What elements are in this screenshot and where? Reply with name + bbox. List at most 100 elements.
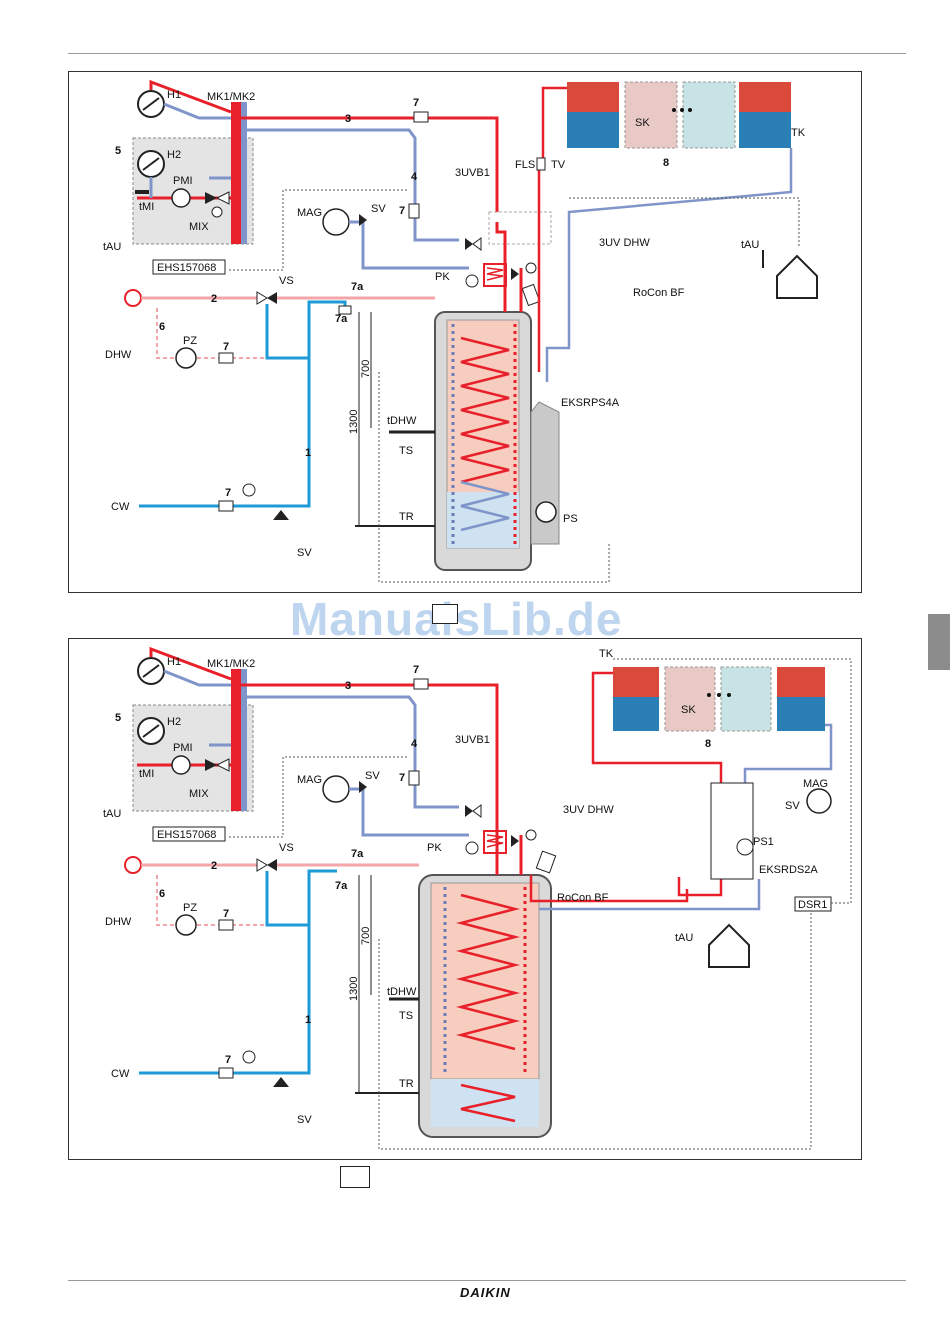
line-3 xyxy=(241,683,499,789)
sv-bottom-label: SV xyxy=(297,547,312,559)
num-7a-bottom: 7a xyxy=(335,313,348,325)
mk-label: MK1/MK2 xyxy=(207,91,255,103)
num-4: 4 xyxy=(411,171,418,183)
dim-700: 700 xyxy=(360,927,372,945)
solar-collector-2 xyxy=(624,81,678,149)
sv-bottom-icon xyxy=(273,510,289,520)
tau-label-left: tAU xyxy=(103,808,121,820)
num-3: 3 xyxy=(345,680,351,692)
vs-valve-icon xyxy=(256,291,268,305)
eks-label: EKSRPS4A xyxy=(561,397,620,409)
tr-label: TR xyxy=(399,1078,414,1090)
top-rule xyxy=(68,53,906,54)
num-7-dhw: 7 xyxy=(223,341,229,353)
diagram-2: EHS157068 H1 MK1/M xyxy=(103,646,852,1150)
tmi-label: tMI xyxy=(139,768,154,780)
rocon-bf-icon xyxy=(521,283,541,307)
tau-label-right: tAU xyxy=(741,239,759,251)
vs-label: VS xyxy=(279,275,294,287)
pressure-gauge-icon xyxy=(242,483,256,497)
mk-label: MK1/MK2 xyxy=(207,658,255,670)
mag2-vessel-icon xyxy=(806,788,832,814)
mix-valve-icon xyxy=(205,759,217,771)
eks-label: EKSRDS2A xyxy=(759,864,818,876)
ts-label: TS xyxy=(399,1010,413,1022)
diagram-2-frame: EHS157068 H1 MK1/M xyxy=(68,638,862,1160)
vs-label: VS xyxy=(279,842,294,854)
mag-vessel-icon xyxy=(322,775,350,803)
num-6: 6 xyxy=(159,888,165,900)
sv-label: SV xyxy=(365,770,380,782)
heating-coil xyxy=(460,336,510,484)
diagram-1-frame: EHS157068 xyxy=(68,71,862,593)
tank-heat-zone xyxy=(430,882,540,1080)
tdhw-label: tDHW xyxy=(387,986,417,998)
num-7-mid: 7 xyxy=(399,205,405,217)
ps1-label: PS1 xyxy=(753,836,774,848)
sv-label: SV xyxy=(371,203,386,215)
ps1-pump-icon xyxy=(736,838,754,856)
sv-bottom-label: SV xyxy=(297,1114,312,1126)
sk-label: SK xyxy=(681,704,696,716)
house-icon xyxy=(708,923,750,968)
pz-pump-icon xyxy=(175,347,197,369)
mag-vessel-icon xyxy=(322,208,350,236)
footnote-icon-1 xyxy=(432,604,458,624)
house-icon xyxy=(776,254,818,299)
tau-label-right: tAU xyxy=(675,932,693,944)
footnote-icon-2 xyxy=(340,1166,370,1188)
num-7a-top: 7a xyxy=(351,848,364,860)
side-tab xyxy=(928,614,950,670)
num-7a-top: 7a xyxy=(351,281,364,293)
solar-collector-3 xyxy=(682,81,736,149)
num-2: 2 xyxy=(211,293,217,305)
tr-label: TR xyxy=(399,511,414,523)
3uv-dhw-valve-icon xyxy=(511,268,519,280)
fls-icon xyxy=(536,157,546,171)
rocon-bf-icon xyxy=(535,850,557,874)
line-1 xyxy=(265,869,337,927)
num-3: 3 xyxy=(345,113,351,125)
pk-label: PK xyxy=(435,271,450,283)
solar-collector-2 xyxy=(664,666,716,732)
rocon-label: RoCon BF xyxy=(557,892,609,904)
num-1: 1 xyxy=(305,1014,311,1026)
ts-label: TS xyxy=(399,445,413,457)
pmi-pump-icon xyxy=(171,188,191,208)
fls-label: FLS xyxy=(515,159,535,171)
num-8: 8 xyxy=(663,157,669,169)
pressure-gauge-icon xyxy=(242,1050,256,1064)
num-7a-bottom: 7a xyxy=(335,880,348,892)
line-1 xyxy=(265,300,347,360)
num-7-cw: 7 xyxy=(225,1054,231,1066)
num-8: 8 xyxy=(705,738,711,750)
diagram-1: EHS157068 xyxy=(103,79,818,583)
shower-icon xyxy=(124,856,142,874)
sv-bottom-icon xyxy=(273,1077,289,1087)
num-7-dhw: 7 xyxy=(223,908,229,920)
num-7-top: 7 xyxy=(413,664,419,676)
pk-label: PK xyxy=(427,842,442,854)
line-3 xyxy=(241,116,499,222)
tau-label-left: tAU xyxy=(103,241,121,253)
rocon-label: RoCon BF xyxy=(633,287,685,299)
ps-label: PS xyxy=(563,513,578,525)
num-5: 5 xyxy=(115,145,121,157)
tdhw-label: tDHW xyxy=(387,415,417,427)
cw-label: CW xyxy=(111,501,130,513)
tk-label: TK xyxy=(791,127,806,139)
dsr1-label: DSR1 xyxy=(798,899,827,911)
mag-label: MAG xyxy=(297,774,322,786)
tv-label: TV xyxy=(551,159,566,171)
num-7-cw: 7 xyxy=(225,487,231,499)
dhw-label: DHW xyxy=(105,916,132,928)
dim-1300: 1300 xyxy=(348,977,360,1001)
bottom-rule xyxy=(68,1280,906,1281)
3uvb1-label: 3UVB1 xyxy=(455,734,490,746)
sv-valve-icon xyxy=(359,781,367,793)
3uvb1-label: 3UVB1 xyxy=(455,167,490,179)
pz-pump-icon xyxy=(175,914,197,936)
mag2-label: MAG xyxy=(803,778,828,790)
3uvb1-valve-icon xyxy=(465,805,473,817)
vs-valve-icon xyxy=(256,858,268,872)
